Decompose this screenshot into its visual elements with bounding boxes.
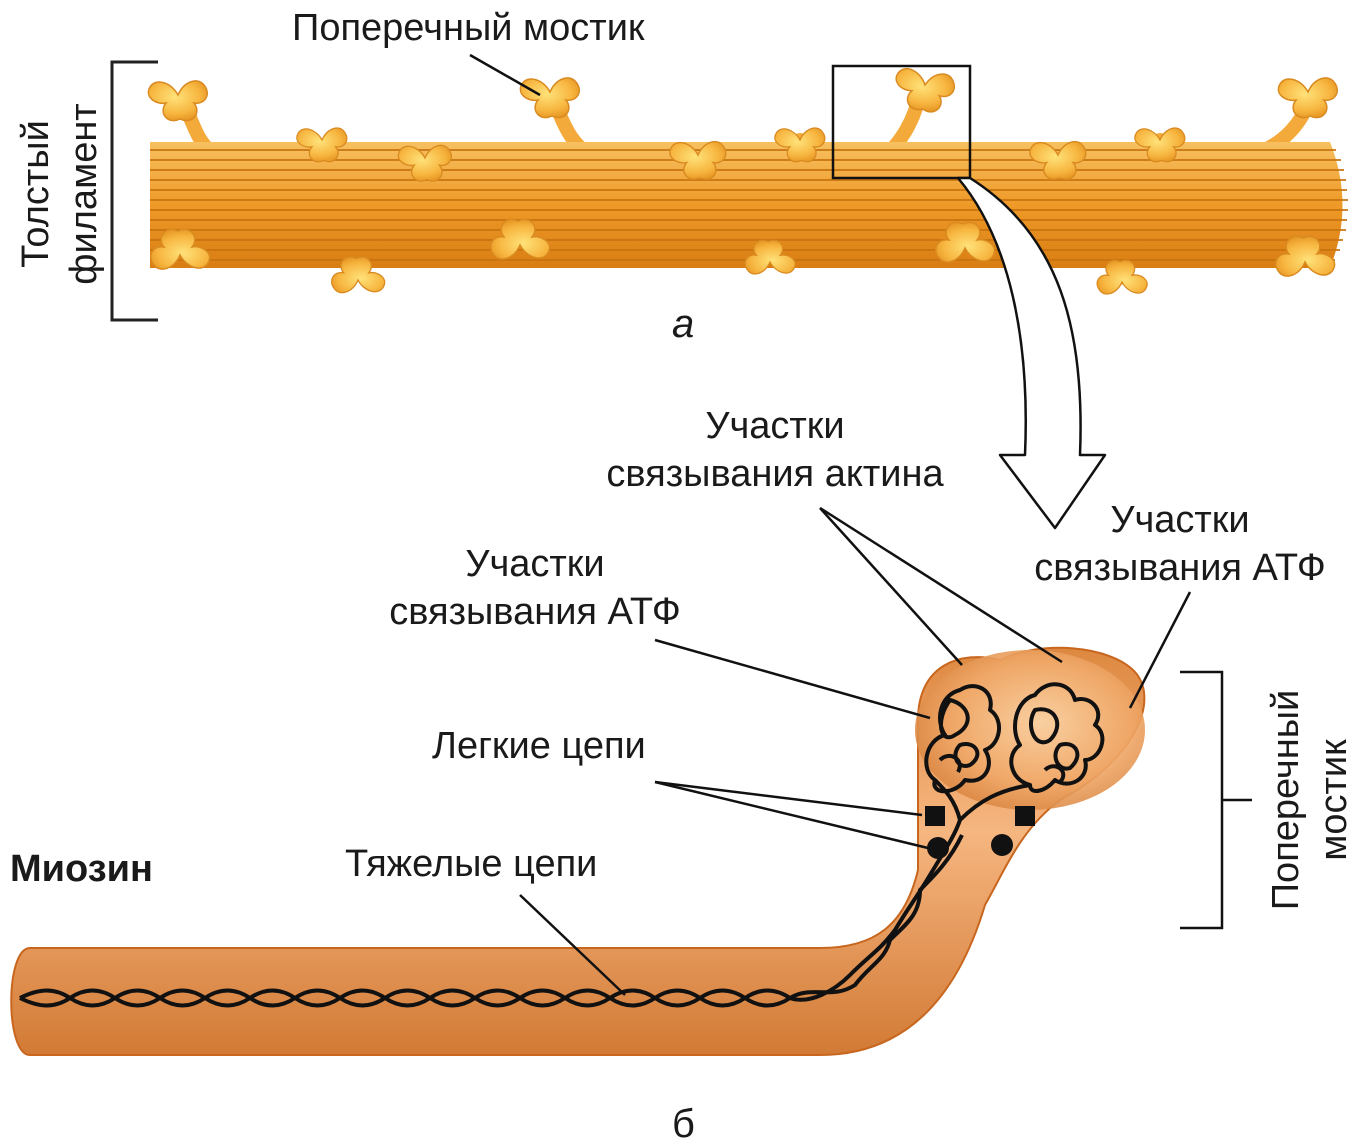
actin-sites-line2: связывания актина bbox=[560, 450, 990, 498]
light-chain-dot-1 bbox=[927, 837, 949, 859]
atp-sites-right-line2: связывания АТФ bbox=[1000, 544, 1360, 592]
actin-sites-line1: Участки bbox=[560, 402, 990, 450]
cross-bridge-leader bbox=[470, 55, 540, 95]
atp-sites-left-label: Участки связывания АТФ bbox=[350, 540, 720, 636]
cross-bridge-label-b-line2: мостик bbox=[1310, 680, 1358, 920]
cross-bridge-label-b-line1: Поперечный bbox=[1262, 680, 1310, 920]
light-chain-square-2 bbox=[1015, 806, 1035, 826]
light-chain-square-1 bbox=[925, 806, 945, 826]
actin-sites-label: Участки связывания актина bbox=[560, 402, 990, 498]
heavy-chains-label: Тяжелые цепи bbox=[345, 840, 597, 888]
light-chains-label: Легкие цепи bbox=[432, 722, 646, 770]
panel-letter-a: а bbox=[672, 300, 694, 348]
thick-filament-label: Толстый филамент bbox=[12, 74, 108, 314]
atp-sites-left-line2: связывания АТФ bbox=[350, 588, 720, 636]
myosin-label: Миозин bbox=[10, 845, 153, 893]
thick-filament bbox=[112, 55, 1348, 320]
panel-letter-b: б bbox=[672, 1100, 695, 1148]
cross-bridge-label-a: Поперечный мостик bbox=[292, 4, 645, 52]
light-chain-dot-2 bbox=[991, 834, 1013, 856]
atp-sites-left-line1: Участки bbox=[350, 540, 720, 588]
atp-sites-right-line1: Участки bbox=[1000, 496, 1360, 544]
cross-bridge-label-b: Поперечный мостик bbox=[1262, 680, 1358, 920]
thick-filament-label-line2: филамент bbox=[60, 74, 108, 314]
atp-sites-right-label: Участки связывания АТФ bbox=[1000, 496, 1360, 592]
diagram-stage: Поперечный мостик Толстый филамент а Уча… bbox=[0, 0, 1360, 1125]
thick-filament-label-line1: Толстый bbox=[12, 74, 60, 314]
